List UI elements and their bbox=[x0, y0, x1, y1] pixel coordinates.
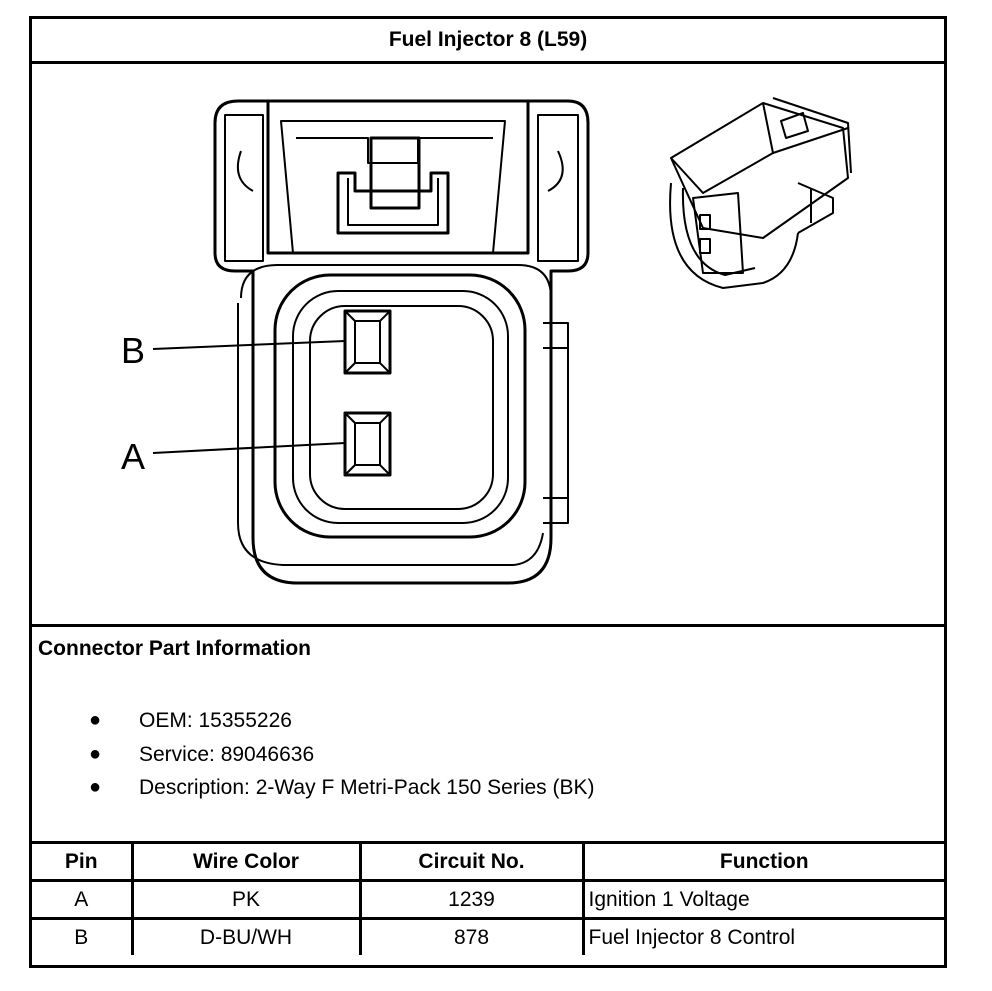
pin-a-leader bbox=[152, 442, 346, 454]
info-item-text: Description: 2-Way F Metri-Pack 150 Seri… bbox=[139, 776, 595, 799]
header-pin: Pin bbox=[32, 844, 134, 882]
bullet-icon: ● bbox=[89, 709, 102, 731]
bullet-icon: ● bbox=[89, 776, 102, 798]
table-row: B D-BU/WH 878 Fuel Injector 8 Control bbox=[32, 917, 944, 955]
connector-3d-sketch bbox=[669, 97, 852, 289]
cell-pin: A bbox=[32, 879, 134, 920]
cell-wire-color: D-BU/WH bbox=[130, 917, 362, 955]
pin-b-leader bbox=[152, 340, 346, 350]
pin-table: Pin Wire Color Circuit No. Function A PK… bbox=[32, 844, 944, 955]
info-item-service: ● Service: 89046636 bbox=[32, 738, 595, 772]
cell-circuit-no: 1239 bbox=[358, 879, 585, 920]
cell-wire-color: PK bbox=[130, 879, 362, 920]
connector-sheet: Fuel Injector 8 (L59) bbox=[29, 16, 947, 968]
connector-diagram: B A bbox=[32, 64, 944, 627]
info-item-text: Service: 89046636 bbox=[139, 742, 315, 766]
connector-face-drawing: B A bbox=[121, 97, 852, 585]
pin-label-b: B bbox=[121, 330, 145, 371]
info-item-oem: ● OEM: 15355226 bbox=[32, 704, 595, 738]
header-function: Function bbox=[581, 844, 944, 882]
seal-inner bbox=[292, 290, 509, 524]
cell-function: Ignition 1 Voltage bbox=[581, 879, 944, 920]
table-header-row: Pin Wire Color Circuit No. Function bbox=[32, 844, 944, 882]
info-heading: Connector Part Information bbox=[38, 637, 312, 660]
cell-pin: B bbox=[32, 917, 134, 955]
info-list: ● OEM: 15355226 ● Service: 89046636 ● De… bbox=[32, 704, 595, 805]
housing-outline bbox=[213, 99, 590, 585]
header-circuit-no: Circuit No. bbox=[358, 844, 585, 882]
connector-part-information: Connector Part Information ● OEM: 153552… bbox=[32, 627, 944, 844]
cell-circuit-no: 878 bbox=[358, 917, 585, 955]
page-title: Fuel Injector 8 (L59) bbox=[32, 19, 944, 64]
lock-tab bbox=[336, 171, 450, 235]
table-row: A PK 1239 Ignition 1 Voltage bbox=[32, 879, 944, 920]
cell-function: Fuel Injector 8 Control bbox=[581, 917, 944, 955]
info-item-description: ● Description: 2-Way F Metri-Pack 150 Se… bbox=[32, 771, 595, 805]
pin-label-a: A bbox=[121, 436, 145, 477]
header-wire-color: Wire Color bbox=[130, 844, 362, 882]
info-item-text: OEM: 15355226 bbox=[139, 709, 292, 732]
seal-outer bbox=[273, 273, 527, 539]
bullet-icon: ● bbox=[89, 742, 102, 765]
